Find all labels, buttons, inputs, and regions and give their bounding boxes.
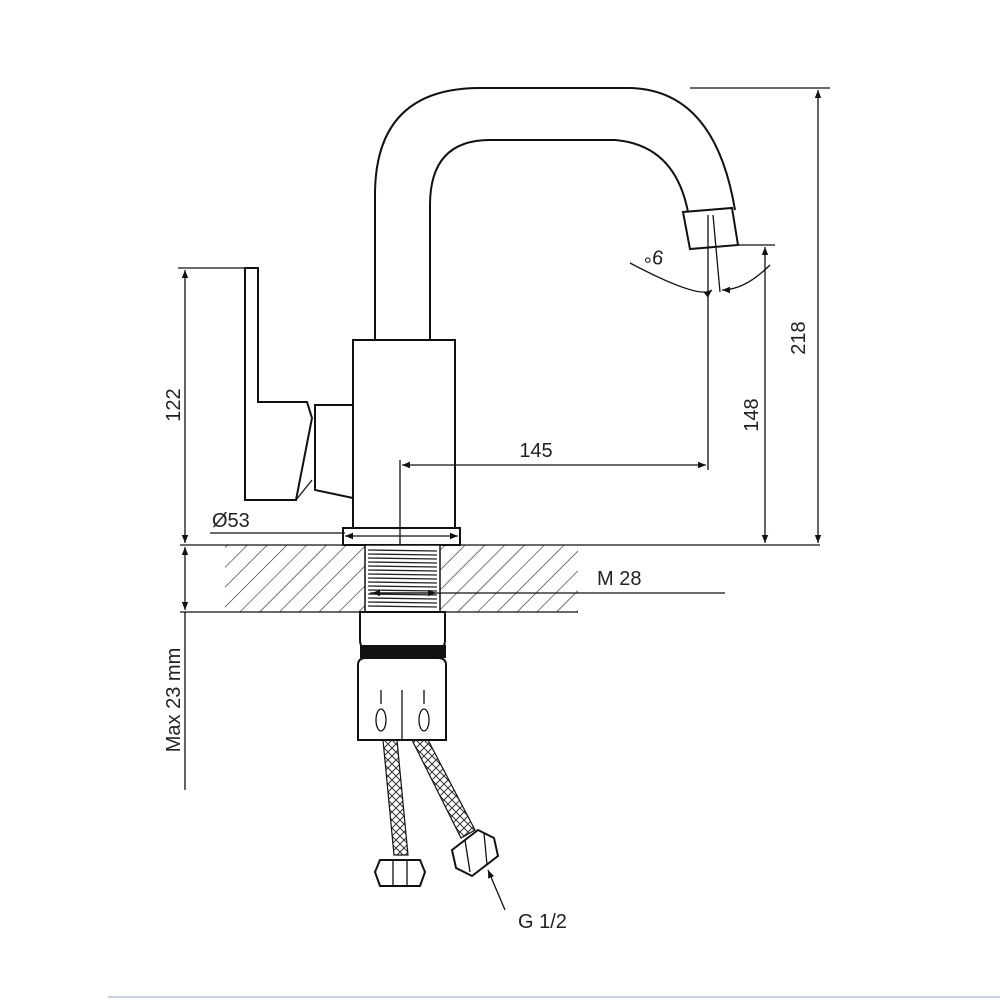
dim-hose-connection: G 1/2 (518, 911, 567, 933)
faucet-body (342, 339, 461, 546)
dim-spout-reach: 145 (519, 440, 552, 462)
thread-line (367, 561, 438, 564)
dim-base-diameter: Ø53 (212, 510, 250, 532)
mounting-nut (357, 611, 447, 741)
lever-handle (244, 267, 354, 501)
dim-total-height: 218 (788, 321, 810, 354)
thread-line (367, 549, 438, 552)
dim-angle: 9° (643, 244, 665, 269)
dim-max-counter: Max 23 mm (163, 648, 185, 752)
thread-line (367, 585, 438, 588)
dim-handle-height: 122 (163, 388, 185, 421)
countertop-section (180, 544, 820, 613)
thread-line (367, 565, 438, 568)
dim-spout-height: 148 (741, 398, 763, 431)
thread-line (367, 553, 438, 556)
thread-line (367, 577, 438, 580)
thread-line (367, 569, 438, 572)
supply-hoses (373, 739, 500, 887)
thread-line (367, 605, 438, 608)
dimension-lines (178, 87, 830, 911)
threaded-shank (364, 544, 441, 613)
thread-line (367, 601, 438, 604)
thread-line (367, 573, 438, 576)
thread-line (367, 597, 438, 600)
thread-line (367, 557, 438, 560)
dim-thread: M 28 (597, 568, 641, 590)
thread-line (367, 581, 438, 584)
spout (374, 87, 740, 470)
